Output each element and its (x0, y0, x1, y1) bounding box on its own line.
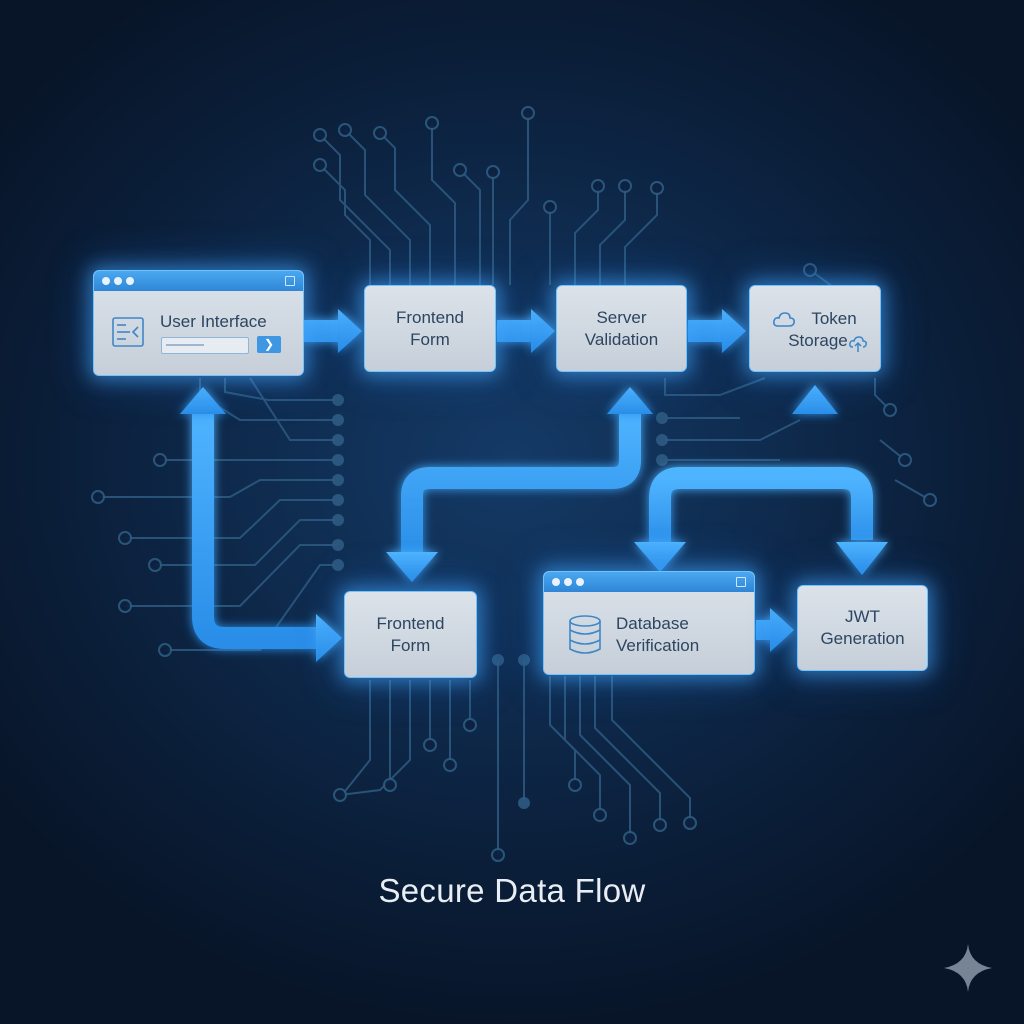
frontend-form-bottom-node: Frontend Form (344, 591, 477, 678)
diagram-title: Secure Data Flow (378, 872, 646, 909)
window-menu-icon (285, 276, 295, 286)
window-menu-icon (736, 577, 746, 587)
jwt-generation-node: JWT Generation (797, 585, 928, 671)
node-label-line1: Server (596, 307, 647, 327)
user-interface-node: User Interface ❯ (93, 270, 304, 376)
node-label-line2: Form (410, 329, 450, 349)
arrow-token-to-db-path (649, 467, 873, 545)
ui-input-field (161, 337, 249, 354)
node-label-line1: Database (616, 614, 689, 633)
node-label-line1: JWT (845, 607, 880, 626)
window-dot (552, 578, 560, 586)
node-label-line2: Form (390, 635, 431, 655)
sparkle-icon (944, 944, 992, 992)
database-icon (569, 615, 601, 654)
database-verification-node: Database Verification (543, 571, 755, 675)
window-dot (576, 578, 584, 586)
form-icon (112, 317, 144, 347)
arrow-server-to-token (688, 309, 746, 353)
arrow-frontend-to-server (497, 309, 555, 353)
window-dot (564, 578, 572, 586)
node-label-line2: Storage (788, 331, 848, 350)
server-validation-node: Server Validation (556, 285, 687, 372)
node-label-line1: Token (811, 309, 857, 328)
token-storage-node: Token Storage (749, 285, 881, 372)
node-label-line2: Generation (820, 629, 905, 648)
arrow-server-to-frontend-path (401, 412, 641, 556)
arrow-ui-loop-path (192, 412, 318, 649)
window-dot (114, 277, 122, 285)
node-label-line1: Frontend (376, 613, 445, 633)
node-label: User Interface (160, 312, 267, 331)
cloud-icon (773, 312, 795, 327)
node-label-line2: Verification (616, 636, 700, 655)
frontend-form-top-node: Frontend Form (364, 285, 496, 372)
submit-arrow-icon: ❯ (257, 336, 281, 353)
window-dot (126, 277, 134, 285)
cloud-upload-icon (849, 336, 867, 352)
node-label-line2: Validation (584, 329, 659, 349)
arrow-db-to-jwt (756, 608, 794, 652)
window-title-bar (94, 271, 303, 291)
node-label-line1: Frontend (395, 307, 465, 327)
window-dot (102, 277, 110, 285)
arrow-ui-to-frontend (304, 309, 362, 353)
window-title-bar (544, 572, 754, 592)
